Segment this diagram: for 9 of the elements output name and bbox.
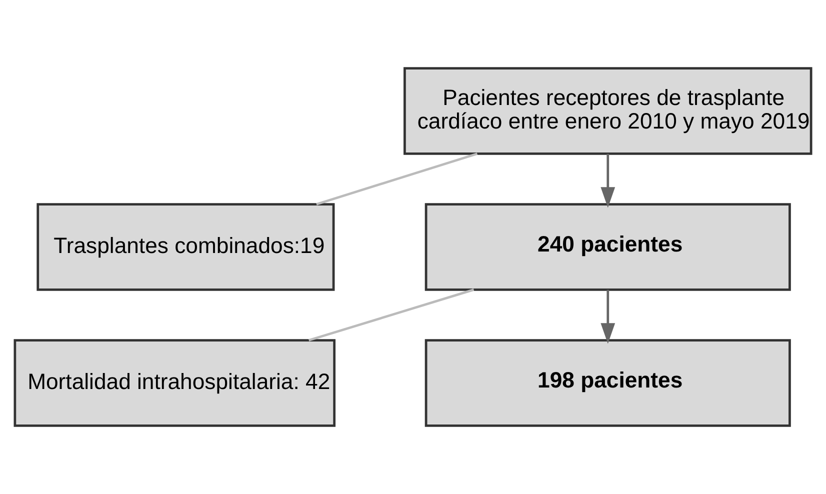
- node-box: Pacientes receptores de trasplante cardíaco entre enero 2010 y mayo 2019: [404, 67, 812, 155]
- connector: [316, 152, 478, 206]
- connector: [308, 288, 474, 342]
- node-box: 198 pacientes: [424, 339, 791, 427]
- arrow: [600, 154, 616, 208]
- node-box: Mortalidad intrahospitalaria: 42: [14, 339, 336, 427]
- node-box: Trasplantes combinados:19: [36, 203, 335, 291]
- node-box: 240 pacientes: [424, 203, 791, 291]
- arrow: [600, 290, 616, 344]
